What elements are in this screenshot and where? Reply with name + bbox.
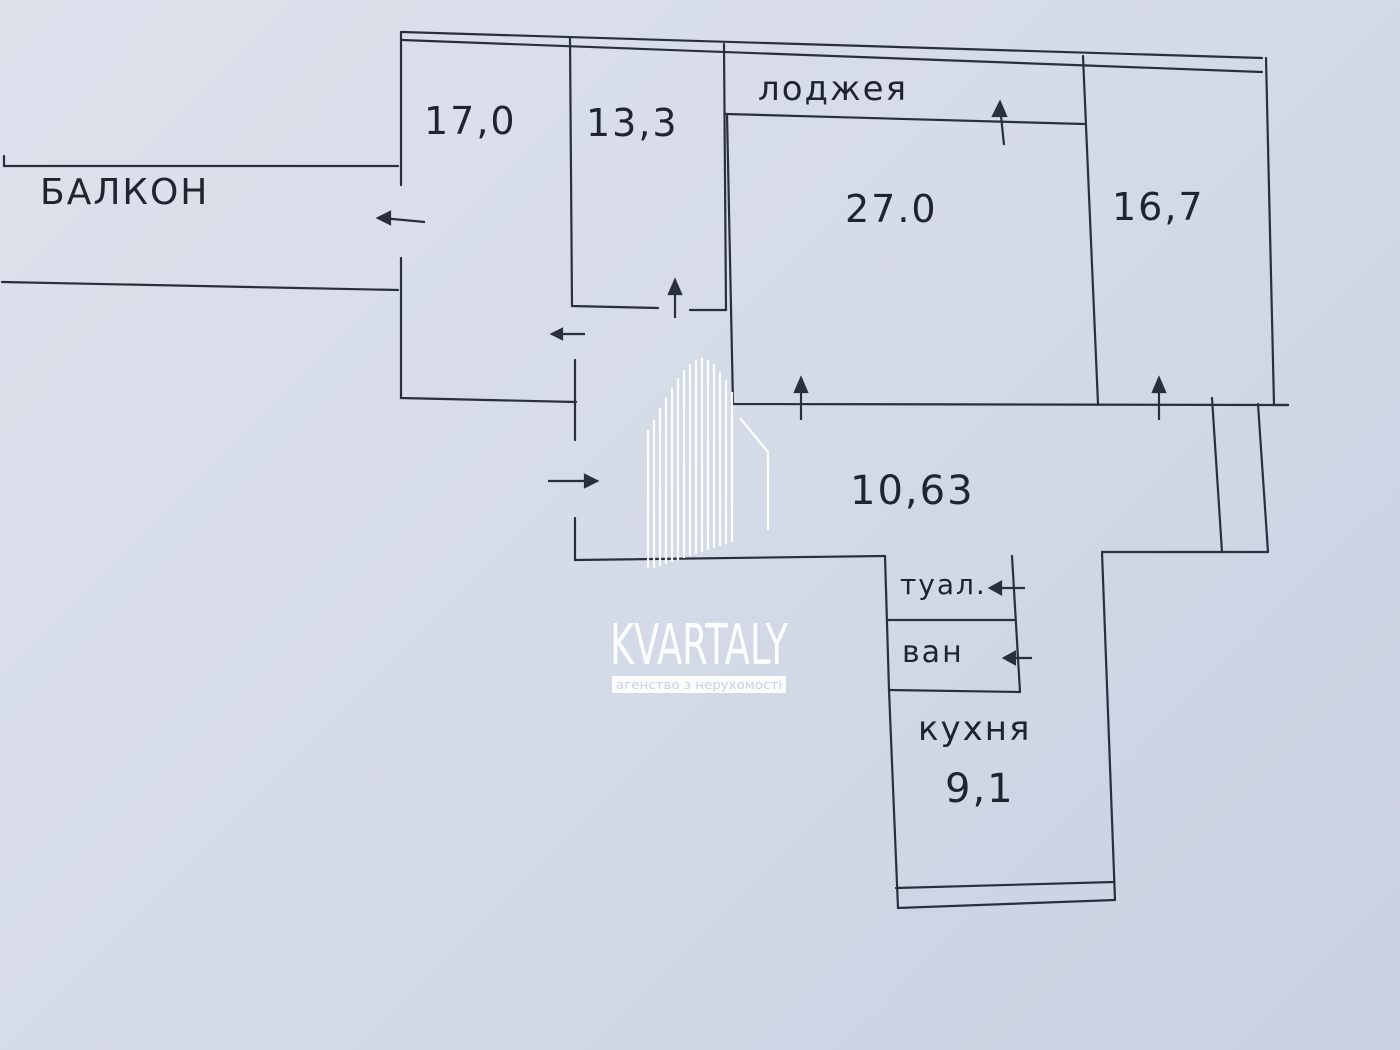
room-13-area: 13,3 [586, 101, 679, 145]
walls [0, 30, 1290, 910]
top-wall-inner [400, 38, 1264, 74]
toilet-label: туал. [900, 568, 987, 601]
balcony-label: БАЛКОН [40, 172, 209, 213]
arrow-up-icon [667, 277, 683, 318]
watermark-tagline-bg [612, 676, 786, 693]
room16-left-wall [1081, 54, 1100, 406]
loggia-divider [724, 112, 1086, 126]
arrow-left-icon [1001, 650, 1032, 666]
room-16-area: 16,7 [1112, 185, 1205, 229]
watermark-tagline: агенство з нерухомості [616, 678, 782, 692]
door-arrows [375, 99, 1167, 666]
arrow-right-icon [548, 473, 600, 489]
bath-label: ван [902, 635, 964, 670]
bath-kitchen-divider [887, 688, 1022, 694]
kitchen-bottom-inner [894, 880, 1116, 890]
arrow-up-icon [793, 375, 809, 420]
room27-left-wall [725, 112, 1290, 407]
bath-block-right [1100, 550, 1117, 902]
balcony-wall-top [2, 154, 400, 168]
room13-left-wall [568, 36, 660, 310]
toilet-right [1010, 554, 1022, 694]
room13-right-wall [722, 42, 728, 312]
arrow-left-icon [375, 210, 426, 226]
top-wall-outer [400, 30, 1264, 60]
room-17-area: 17,0 [424, 99, 517, 143]
room-labels: БАЛКОН 17,0 13,3 лоджея 27.0 16,7 10,63 … [40, 69, 1205, 812]
corridor-wall-left-bottom [573, 516, 887, 562]
building-lines-icon [646, 358, 770, 568]
kitchen-area: 9,1 [945, 766, 1015, 812]
room17-left-wall-bottom [399, 256, 578, 404]
corridor-closet-left [1210, 396, 1224, 554]
corridor-closet-right [1256, 402, 1270, 554]
loggia-label: лоджея [758, 69, 908, 109]
watermark-logo: KVARTALY агенство з нерухомості [610, 358, 789, 693]
balcony-wall-bottom [0, 280, 400, 292]
arrow-left-icon [987, 580, 1025, 596]
hallway-area: 10,63 [850, 468, 975, 514]
room-27-area: 27.0 [845, 187, 938, 231]
arrow-up-icon [991, 99, 1008, 146]
arrow-up-icon [1151, 375, 1167, 420]
watermark-brand: KVARTALY [610, 613, 789, 678]
right-wall [1264, 56, 1290, 407]
arrow-left-icon [549, 327, 585, 341]
kitchen-label: кухня [918, 709, 1031, 749]
bath-block-left [883, 554, 1117, 910]
